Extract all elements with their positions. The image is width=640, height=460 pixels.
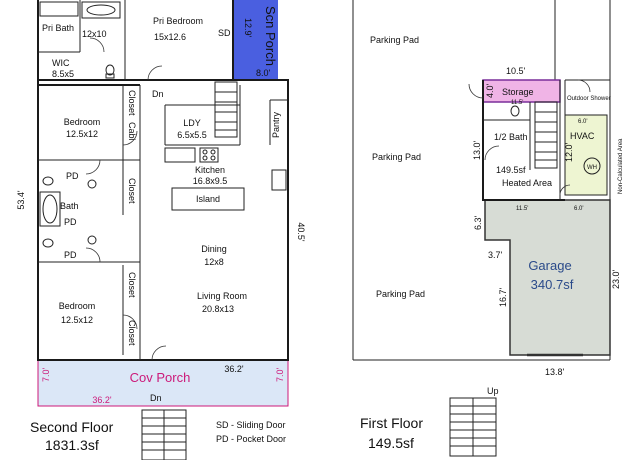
wh-label: WH (587, 165, 597, 171)
dining-label: Dining (201, 244, 227, 254)
second-floor-walls (37, 0, 289, 361)
bath-label: Bath (60, 201, 79, 211)
covered-porch-area (37, 359, 289, 407)
water-heater-icon (583, 157, 601, 175)
parking-pad-2: Parking Pad (372, 152, 421, 162)
pd1-label: PD (66, 171, 79, 181)
dim-11-5: 11.5' (516, 206, 528, 212)
wic-label: WIC (52, 58, 70, 68)
exterior-stairs-second (141, 409, 187, 460)
cov-porch-label: Cov Porch (130, 370, 191, 385)
dim-left: 53.4' (16, 190, 26, 210)
garage-area (484, 199, 611, 356)
up-label: Up (487, 386, 499, 396)
living-label: Living Room (197, 291, 247, 301)
storage-dim-h: 11.5' (511, 100, 523, 106)
cov-porch-dim-top: 36.2' (224, 364, 244, 374)
first-floor-title: First Floor (360, 415, 423, 431)
ldy-label: LDY (183, 118, 201, 128)
hvac-area (564, 114, 608, 196)
storage-label: Storage (502, 87, 534, 97)
closet3-label: Closet (127, 272, 137, 298)
cabi-label: Cabi (127, 122, 137, 141)
scn-porch-label: Scn Porch (263, 6, 278, 66)
cov-porch-left: 7.0' (41, 367, 51, 382)
dim-13-8: 13.8' (545, 367, 565, 377)
dim-6-3: 6.3' (473, 215, 483, 230)
kitchen-label: Kitchen (195, 165, 225, 175)
dim-13: 13.0' (472, 140, 482, 160)
storage-dim-top: 10.5' (506, 66, 526, 76)
toilet-icon (510, 105, 520, 117)
kitchen-appliances (164, 147, 287, 191)
pri-bath-dim: 12x10 (82, 29, 107, 39)
second-floor-area: 1831.3sf (45, 437, 99, 453)
heated-area-sf: 149.5sf (496, 165, 526, 175)
heated-area-label: Heated Area (502, 178, 552, 188)
pri-bath-fixtures (39, 1, 121, 79)
pri-bedroom-label: Pri Bedroom (153, 16, 203, 26)
parking-pad-1: Parking Pad (370, 35, 419, 45)
cov-porch-dim-bottom: 36.2' (92, 395, 112, 405)
pri-bath-label: Pri Bath (42, 23, 74, 33)
ldy-dim: 6.5x5.5 (177, 130, 207, 140)
bedroom2-dim: 12.5x12 (61, 315, 93, 325)
closet4-label: Closet (127, 320, 137, 346)
legend-pd: PD - Pocket Door (216, 434, 286, 444)
scn-porch-dim-h: 8.0' (256, 68, 271, 78)
hvac-dim-bottom: 6.0' (574, 206, 584, 212)
interior-stairs (214, 81, 238, 138)
kitchen-island (171, 187, 245, 211)
hvac-dim-top: 6.0' (578, 119, 588, 125)
dn-top-label: Dn (152, 89, 164, 99)
closet1-label: Closet (127, 90, 137, 116)
dim-16-7: 16.7' (498, 287, 508, 307)
hvac-dim: 12.0' (564, 142, 574, 162)
garage-label: Garage (528, 258, 571, 273)
screened-porch-area (233, 0, 278, 80)
pantry-label: Pantry (271, 111, 281, 138)
bedroom2-label: Bedroom (59, 301, 96, 311)
kitchen-dim: 16.8x9.5 (193, 176, 228, 186)
island-label: Island (196, 194, 220, 204)
pd3-label: PD (64, 250, 77, 260)
wic-dim: 8.5x5 (52, 69, 74, 79)
first-floor-doors (468, 79, 591, 196)
parking-pad-3: Parking Pad (376, 289, 425, 299)
second-floor-title: Second Floor (30, 419, 114, 435)
dim-23-0: 23.0' (611, 269, 621, 289)
bedroom1-dim: 12.5x12 (66, 129, 98, 139)
living-dim: 20.8x13 (202, 304, 234, 314)
non-calc-label: Non-Calculated Area (618, 138, 624, 194)
first-floor-walls (482, 79, 610, 201)
hvac-label: HVAC (570, 131, 595, 141)
door-swings (85, 37, 167, 361)
pd2-label: PD (64, 217, 77, 227)
exterior-stairs-first (449, 397, 497, 457)
storage-dim-v: 4.0' (485, 83, 495, 98)
bath-fixtures (39, 176, 97, 248)
dim-right: 40.5' (296, 222, 306, 242)
scn-porch-dim-v: 12.9' (243, 18, 253, 38)
half-bath-label: 1/2 Bath (494, 132, 528, 142)
pri-bedroom-dim: 15x12.6 (154, 32, 186, 42)
outdoor-shower-label: Outdoor Shower (567, 96, 611, 102)
garage-area-label: 340.7sf (531, 277, 574, 292)
legend-sd: SD - Sliding Door (216, 420, 286, 430)
dim-3-7: 3.7' (488, 250, 503, 260)
sd-label: SD (218, 28, 231, 38)
bedroom1-label: Bedroom (64, 117, 101, 127)
first-floor-area: 149.5sf (368, 435, 414, 451)
cov-porch-right: 7.0' (275, 367, 285, 382)
dn-bottom-label: Dn (150, 393, 162, 403)
closet2-label: Closet (127, 178, 137, 204)
dining-dim: 12x8 (204, 257, 224, 267)
